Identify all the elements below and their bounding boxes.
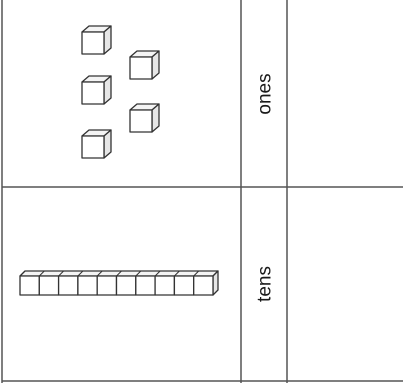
cube-front-face — [129, 109, 153, 133]
rod-unit-divider — [19, 270, 26, 277]
rod-unit-divider — [174, 270, 180, 277]
rod-unit-face — [135, 275, 156, 296]
unit-cube-icon — [81, 25, 112, 55]
rod-side-face — [212, 270, 219, 296]
rod-unit-divider — [77, 270, 84, 277]
ones-cubes-group — [81, 25, 160, 159]
unit-cube-icon — [129, 50, 160, 80]
cube-front-face — [129, 56, 153, 80]
rod-unit-face — [38, 275, 60, 296]
rod-unit-face — [77, 275, 98, 296]
rod-unit-face — [154, 275, 176, 296]
cube-front-face — [81, 135, 105, 159]
tens-label: tens — [255, 266, 276, 302]
rod-unit-divider — [116, 270, 122, 277]
ones-label: ones — [255, 73, 276, 114]
tens-model-cell — [19, 270, 219, 296]
unit-cube-icon — [81, 75, 112, 105]
rod-unit-face — [57, 275, 79, 296]
ones-row: ones — [81, 25, 276, 159]
tens-row: tens — [19, 266, 276, 302]
cube-front-face — [81, 31, 105, 55]
rod-unit-divider — [38, 270, 45, 277]
rod-unit-face — [19, 275, 40, 296]
rod-unit-divider — [154, 270, 161, 277]
rod-unit-divider — [58, 270, 64, 277]
rod-unit-face — [115, 275, 137, 296]
rod-unit-divider — [135, 270, 142, 277]
rod-unit-divider — [96, 270, 103, 277]
unit-cube-icon — [129, 103, 160, 133]
cube-front-face — [81, 81, 105, 105]
rod-unit-face — [173, 275, 195, 296]
rod-unit-face — [193, 275, 214, 296]
rod-unit-divider — [193, 270, 200, 277]
rod-unit-face — [96, 275, 118, 296]
ten-rod-icon — [19, 270, 219, 296]
unit-cube-icon — [81, 129, 112, 159]
ones-model-cell — [81, 25, 160, 159]
